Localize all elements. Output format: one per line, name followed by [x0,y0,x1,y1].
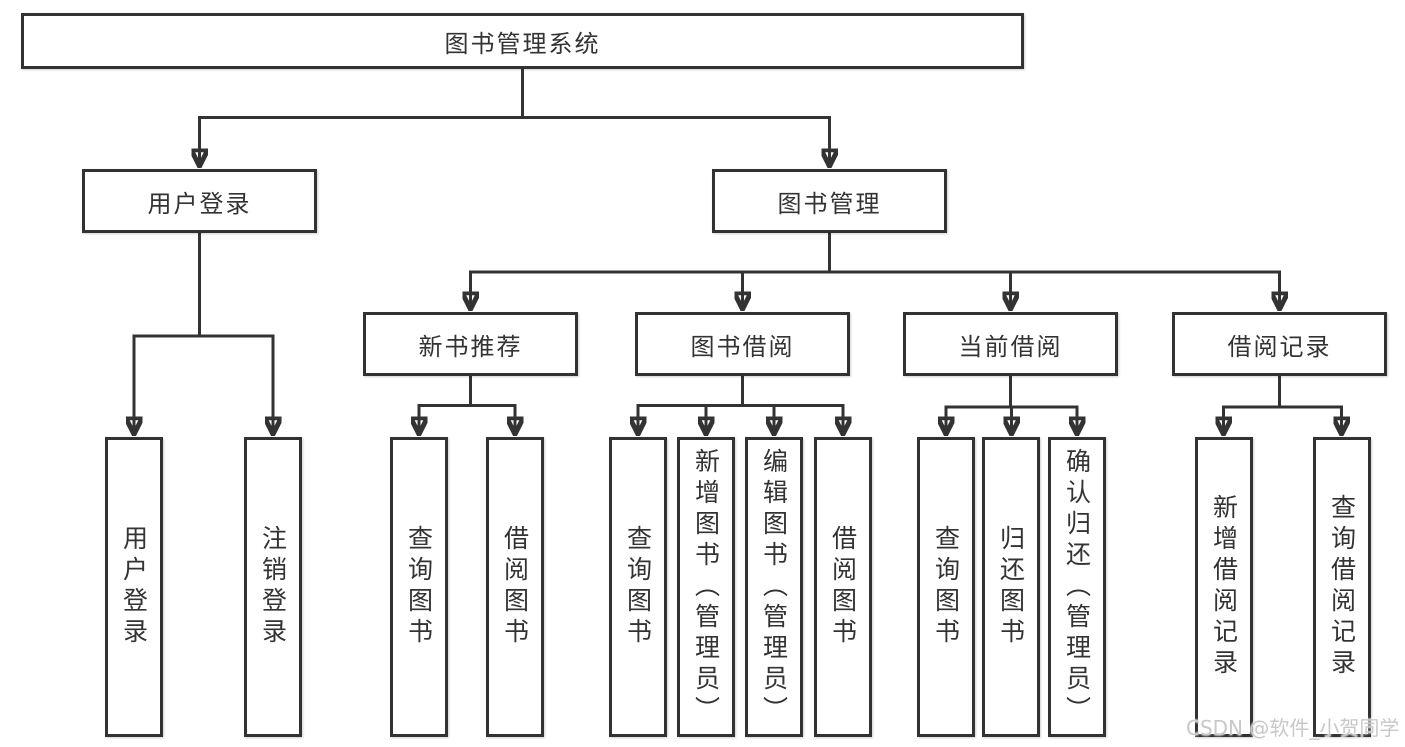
leaf-nb-query-books: 查询图书 [390,437,448,737]
leaf-nb-borrow-books: 借阅图书 [486,437,544,737]
node-new-book-recommend: 新书推荐 [363,312,578,376]
leaf-bb-add-books-admin: 新增图书（管理员） [677,437,735,737]
node-library-system: 图书管理系统 [21,13,1024,69]
node-user-login: 用户登录 [82,169,317,233]
node-borrow-records: 借阅记录 [1172,312,1387,376]
leaf-user-login: 用户登录 [105,437,163,737]
leaf-cb-return-books: 归还图书 [982,437,1040,737]
leaf-br-query-record: 查询借阅记录 [1313,437,1371,737]
leaf-bb-edit-books-admin: 编辑图书（管理员） [745,437,803,737]
leaf-cb-query-books: 查询图书 [917,437,975,737]
csdn-watermark: CSDN @软件_小贺同学 [1186,716,1400,740]
leaf-logout: 注销登录 [244,437,302,737]
leaf-bb-borrow-books: 借阅图书 [814,437,872,737]
leaf-br-add-record: 新增借阅记录 [1195,437,1253,737]
leaf-cb-confirm-return-admin: 确认归还（管理员） [1048,437,1106,737]
leaf-bb-query-books: 查询图书 [609,437,667,737]
node-current-borrow: 当前借阅 [903,312,1118,376]
node-book-management: 图书管理 [712,169,947,233]
node-book-borrow: 图书借阅 [635,312,850,376]
